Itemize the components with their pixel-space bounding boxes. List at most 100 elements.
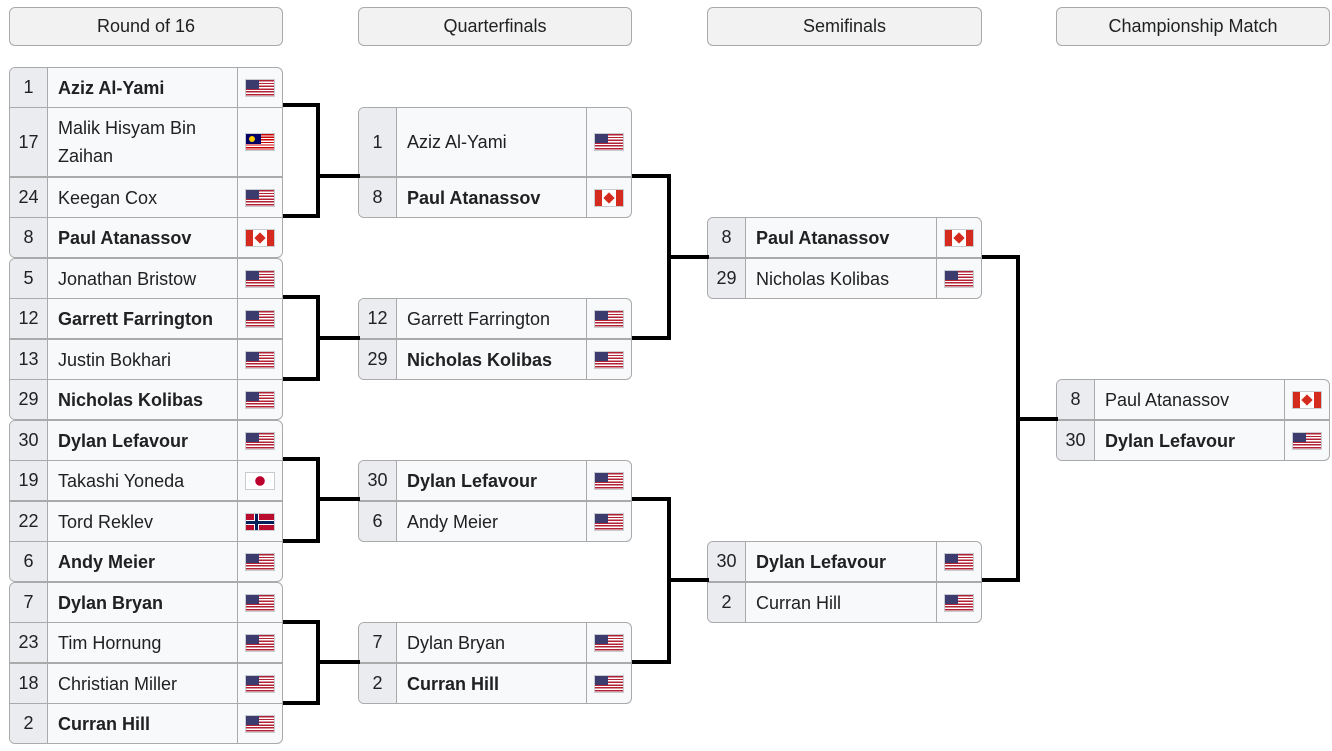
team-seed: 7 [10,583,48,622]
round-header: Quarterfinals [358,7,632,46]
flag-cell [237,704,282,743]
bracket-connector [283,539,320,543]
team-name: Andy Meier [407,511,499,532]
team-seed: 24 [10,178,48,217]
team-seed: 8 [1057,380,1095,419]
team-seed: 17 [10,108,48,176]
us-flag-icon [245,269,275,288]
team-seed: 8 [10,218,48,257]
bracket-connector [316,103,320,218]
bracket-connector [283,214,320,218]
team-name: Garrett Farrington [407,308,551,329]
flag-cell [237,218,282,257]
flag-cell [586,178,631,217]
team-name: Dylan Bryan [407,632,506,653]
flag-cell [237,421,282,460]
team-name: Tim Hornung [58,632,162,653]
flag-cell [237,259,282,298]
us-flag-icon [594,350,624,369]
flag-cell [586,623,631,662]
team-row: 18 Christian Miller [9,663,283,704]
team-name: Curran Hill [407,673,500,694]
bracket-connector [669,255,709,259]
us-flag-icon [944,552,974,571]
team-name: Christian Miller [58,673,178,694]
us-flag-icon [245,431,275,450]
japan-flag-icon [245,471,275,490]
canada-flag-icon [245,228,275,247]
team-name: Curran Hill [756,592,842,613]
us-flag-icon [245,593,275,612]
team-row: 24 Keegan Cox [9,177,283,218]
team-row: 29 Nicholas Kolibas [358,339,632,380]
bracket-connector [632,336,671,340]
team-row: 6 Andy Meier [358,501,632,542]
team-seed: 30 [10,421,48,460]
team-name: Dylan Lefavour [756,551,887,572]
team-seed: 18 [10,664,48,703]
team-name: Takashi Yoneda [58,470,185,491]
round-header: Semifinals [707,7,982,46]
flag-cell [1284,421,1329,460]
bracket-connector [318,660,360,664]
flag-cell [237,461,282,500]
flag-cell [237,178,282,217]
team-seed: 29 [708,259,746,298]
flag-cell [586,108,631,176]
flag-cell [586,664,631,703]
bracket-connector [318,497,360,501]
bracket-connector [283,295,320,299]
us-flag-icon [245,78,275,97]
team-seed: 19 [10,461,48,500]
team-name: Aziz Al-Yami [407,132,507,152]
team-seed: 30 [359,461,397,500]
flag-cell [936,583,981,622]
team-name: Aziz Al-Yami [58,77,165,98]
team-name: Dylan Lefavour [407,470,538,491]
team-row: 23 Tim Hornung [9,622,283,663]
team-row: 12 Garrett Farrington [358,298,632,339]
us-flag-icon [245,390,275,409]
bracket-connector [283,103,320,107]
team-name: Paul Atanassov [756,227,890,248]
canada-flag-icon [1292,390,1322,409]
team-seed: 12 [359,299,397,338]
us-flag-icon [594,633,624,652]
us-flag-icon [245,714,275,733]
bracket-connector [283,701,320,705]
team-seed: 8 [708,218,746,257]
bracket-connector [318,336,360,340]
team-seed: 22 [10,502,48,541]
bracket-connector [283,457,320,461]
team-name: Nicholas Kolibas [407,349,553,370]
bracket-connector [283,620,320,624]
flag-cell [237,340,282,379]
team-name: Keegan Cox [58,187,158,208]
round-header: Championship Match [1056,7,1330,46]
team-seed: 23 [10,623,48,662]
us-flag-icon [944,593,974,612]
bracket-connector [632,660,671,664]
flag-cell [237,380,282,419]
us-flag-icon [944,269,974,288]
malaysia-flag-icon [245,133,275,151]
team-seed: 8 [359,178,397,217]
team-name: Paul Atanassov [1105,389,1230,410]
team-name: Justin Bokhari [58,349,172,370]
team-seed: 29 [359,340,397,379]
team-seed: 2 [10,704,48,743]
team-seed: 6 [359,502,397,541]
